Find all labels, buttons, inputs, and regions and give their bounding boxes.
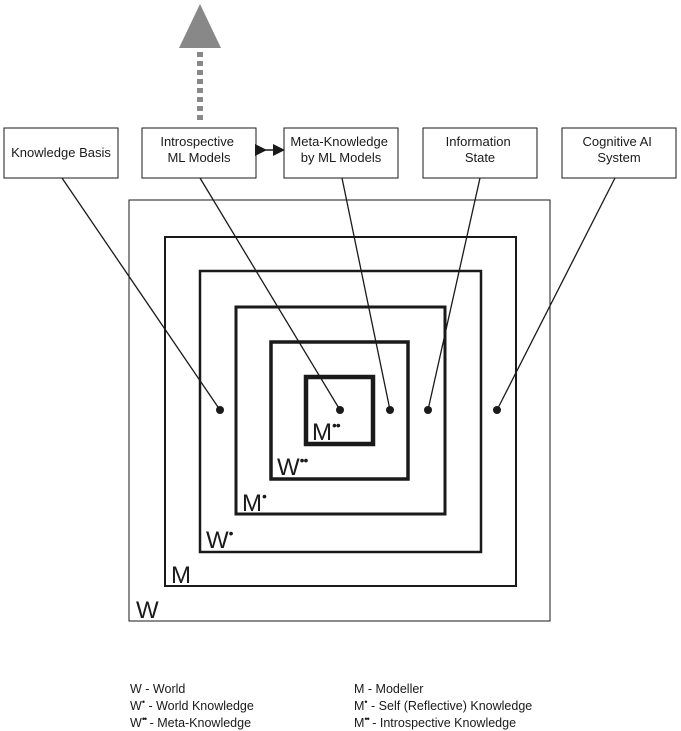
dot-introspective — [336, 406, 344, 414]
legend-left-0: W - World — [130, 682, 185, 696]
box-information-state-text: Information State — [446, 134, 515, 165]
dot-meta-knowledge — [386, 406, 394, 414]
box-knowledge-basis-text: Knowledge Basis — [11, 145, 111, 160]
box-cognitive-ai-text: Cognitive AI System — [583, 134, 656, 165]
introspective-knowledge-square — [303, 374, 376, 447]
box-meta-knowledge — [283, 127, 399, 179]
box-knowledge-basis — [3, 127, 119, 179]
label-w-dot: W• — [206, 525, 234, 554]
label-w: W — [136, 597, 159, 624]
dot-knowledge-basis — [216, 406, 224, 414]
box-introspective-text: Introspective ML Models — [160, 134, 237, 165]
label-m-dotdot: M•• — [312, 417, 341, 446]
box-introspective-ml-models — [141, 127, 257, 179]
legend-right-0: M - Modeller — [354, 682, 423, 696]
meta-knowledge-square — [269, 340, 410, 481]
label-w-dotdot: W•• — [277, 452, 309, 481]
legend-left-1: W• - World Knowledge — [130, 697, 254, 713]
dot-cognitive-ai — [493, 406, 501, 414]
connector-knowledge-basis — [61, 177, 221, 411]
connector-information-state — [427, 177, 481, 411]
legend-right-2: M•• - Introspective Knowledge — [354, 714, 516, 730]
box-meta-knowledge-text: Meta-Knowledge by ML Models — [290, 134, 391, 165]
connector-cognitive-ai — [496, 177, 616, 411]
label-m-dot: M• — [242, 488, 267, 517]
connector-meta-knowledge — [341, 177, 391, 411]
world-square — [128, 199, 551, 622]
modeller-square — [164, 236, 517, 587]
legend-left-2: W•• - Meta-Knowledge — [130, 714, 251, 730]
legend: W - World W• - World Knowledge W•• - Met… — [130, 682, 532, 730]
label-m: M — [171, 562, 191, 589]
world-knowledge-square — [198, 269, 483, 554]
dot-information-state — [424, 406, 432, 414]
upward-arrow — [179, 4, 221, 120]
box-cognitive-ai-system — [561, 127, 677, 179]
box-information-state — [422, 127, 538, 179]
legend-right-1: M• - Self (Reflective) Knowledge — [354, 697, 532, 713]
self-knowledge-square — [234, 305, 447, 516]
connector-introspective — [199, 177, 341, 411]
